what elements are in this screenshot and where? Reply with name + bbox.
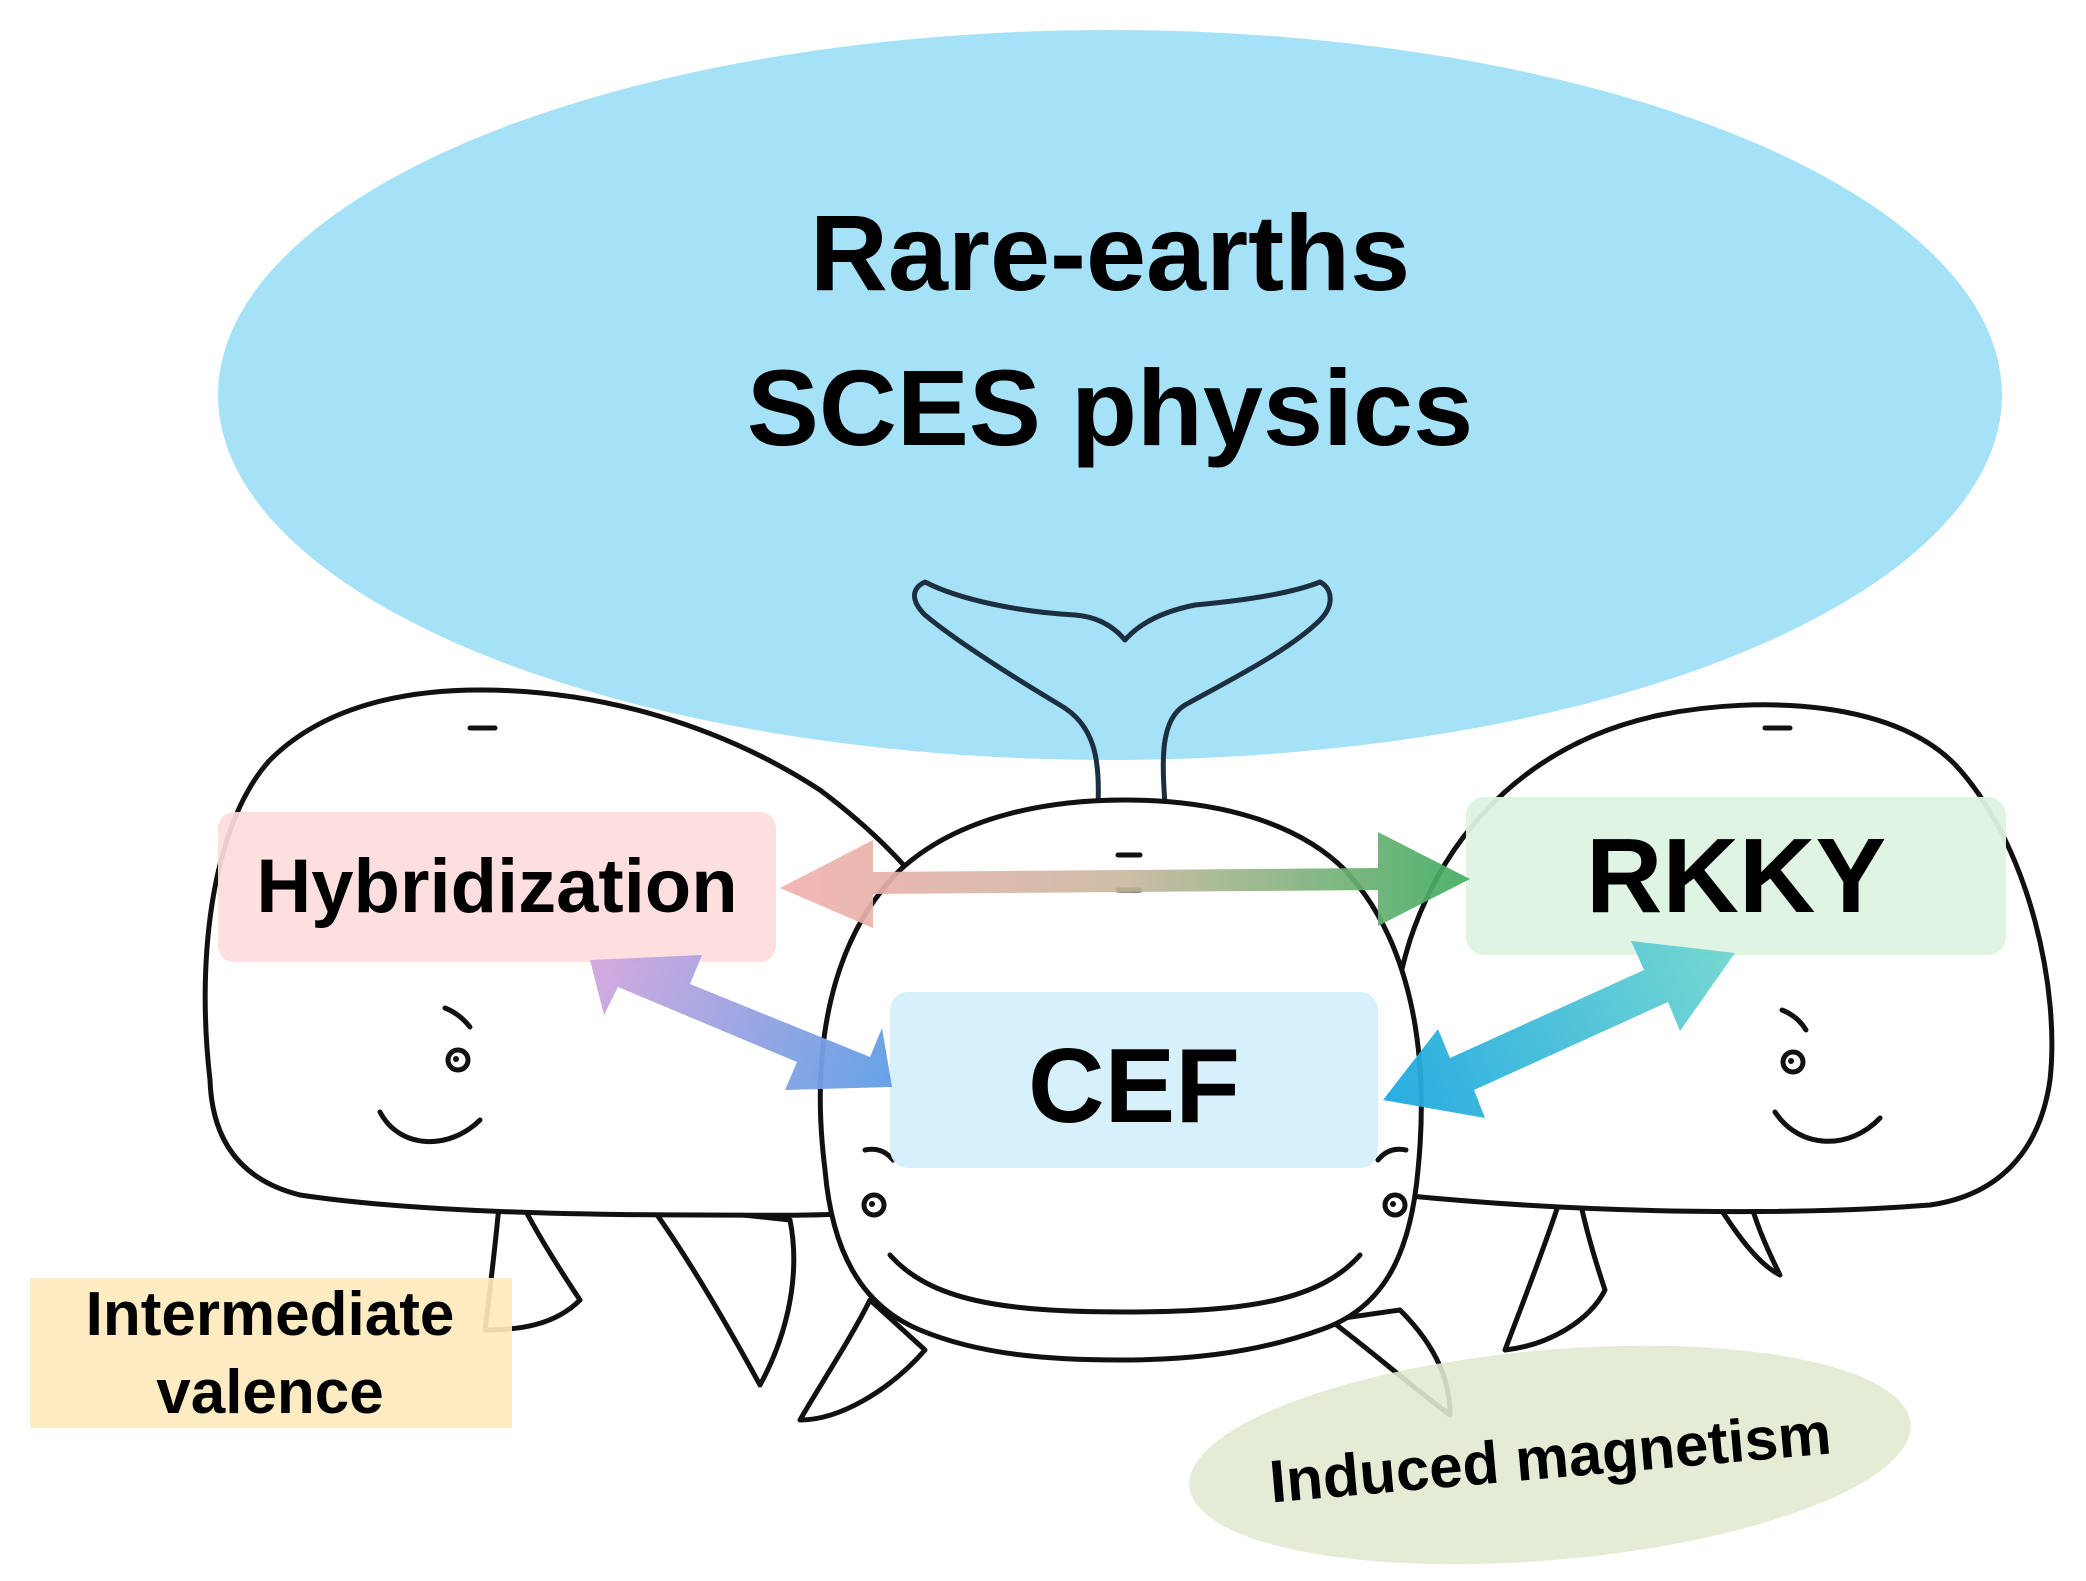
title-line-1: Rare-earths [810, 192, 1410, 313]
arrow-hybridization-rkky [780, 832, 1470, 928]
title-line-2: SCES physics [747, 347, 1473, 468]
left-whale-fin-2 [647, 1202, 797, 1388]
arrow-hybridization-cef [590, 955, 892, 1090]
right-whale-eyebrow [1779, 1007, 1809, 1033]
rkky-box-bg [1466, 797, 2006, 955]
intermediate-valence-box-bg [30, 1278, 512, 1428]
center-whale-tail [912, 579, 1333, 808]
cef-box-bg [890, 992, 1378, 1168]
center-whale-fin-left [797, 1297, 928, 1423]
left-whale-smile [377, 1109, 483, 1144]
center-whale-eyebrow-right [1375, 1146, 1409, 1163]
rkky-label: RKKY [1586, 817, 1886, 935]
induced-magnetism-ellipse-bg [1189, 1345, 1911, 1565]
induced-magnetism-ellipse: Induced magnetism [1189, 1345, 1911, 1565]
center-whale-eyebrow-left [862, 1146, 896, 1163]
cef-label: CEF [1028, 1027, 1240, 1145]
right-whale-fin-2 [1712, 1197, 1783, 1278]
title-cloud [218, 30, 2002, 760]
intermediate-valence-label-line-1: Intermediate [86, 1280, 455, 1349]
intermediate-valence-label-line-2: valence [156, 1358, 384, 1427]
rkky-box: RKKY [1466, 797, 2006, 955]
cef-box: CEF [890, 992, 1378, 1168]
hybridization-box-bg [218, 812, 776, 962]
right-whale-smile [1772, 1109, 1883, 1144]
hybridization-box: Hybridization [218, 812, 776, 962]
hybridization-label: Hybridization [256, 844, 737, 929]
arrow-rkky-cef [1383, 941, 1735, 1118]
intermediate-valence-box: Intermediate valence [30, 1278, 512, 1428]
right-whale-fin [1502, 1197, 1608, 1353]
center-whale-smile [887, 1252, 1363, 1315]
left-whale-eyebrow [442, 1005, 473, 1030]
